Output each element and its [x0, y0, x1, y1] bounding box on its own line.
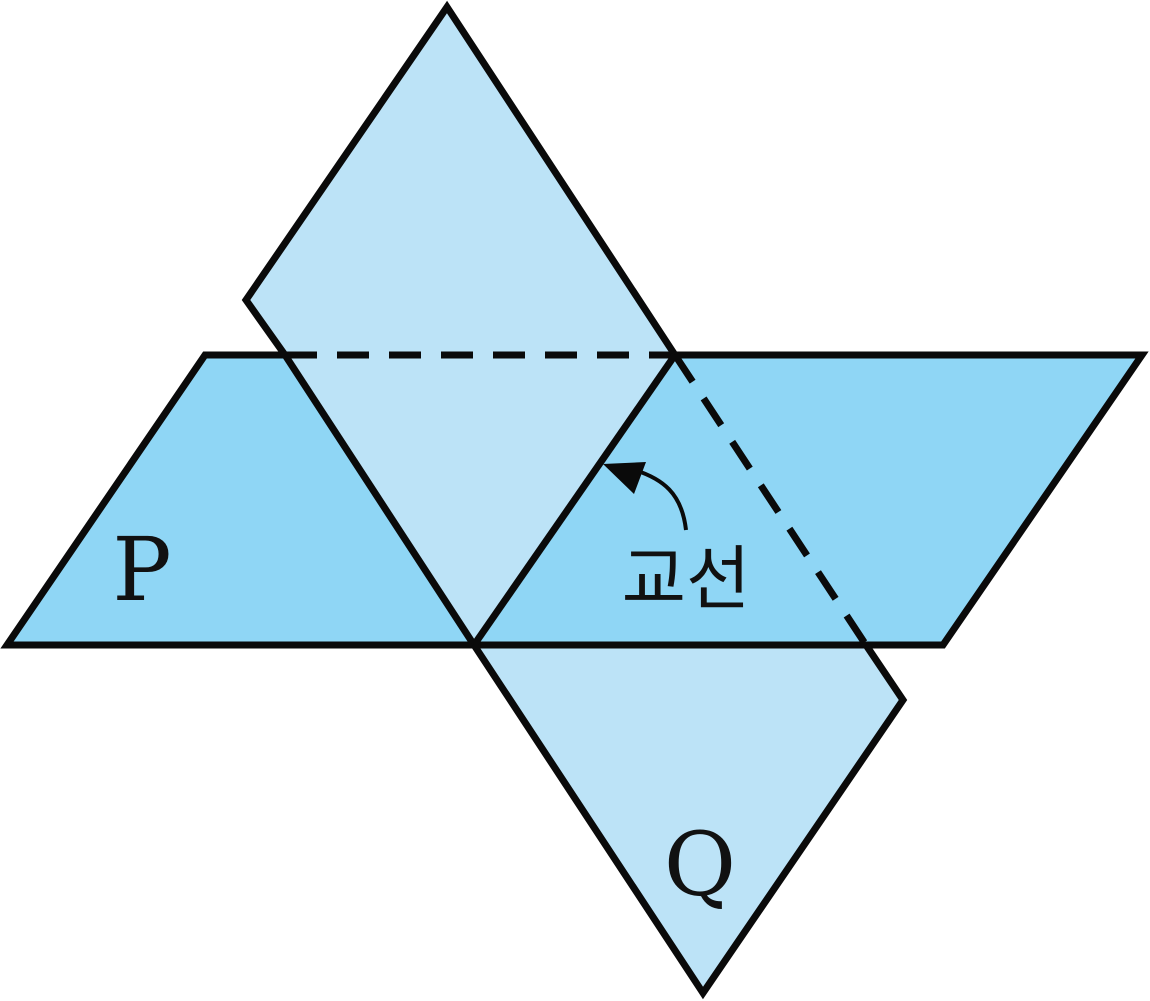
plane-q-lower-outline: [471, 643, 908, 1000]
intersection-arrowhead: [603, 462, 646, 494]
intersection-line: [471, 353, 678, 647]
plane-q-hidden-edge: [672, 353, 869, 647]
plane-q-middle-face: [285, 355, 675, 645]
intersection-line-label: 교선: [622, 538, 751, 620]
plane-q-lower-face: [474, 645, 903, 993]
plane-q-upper-outline: [241, 0, 678, 358]
plane-q-upper-face: [246, 7, 675, 355]
plane-p-label: P: [112, 518, 171, 621]
plane-q-left-edge: [282, 353, 477, 647]
plane-q-label: Q: [664, 813, 736, 916]
